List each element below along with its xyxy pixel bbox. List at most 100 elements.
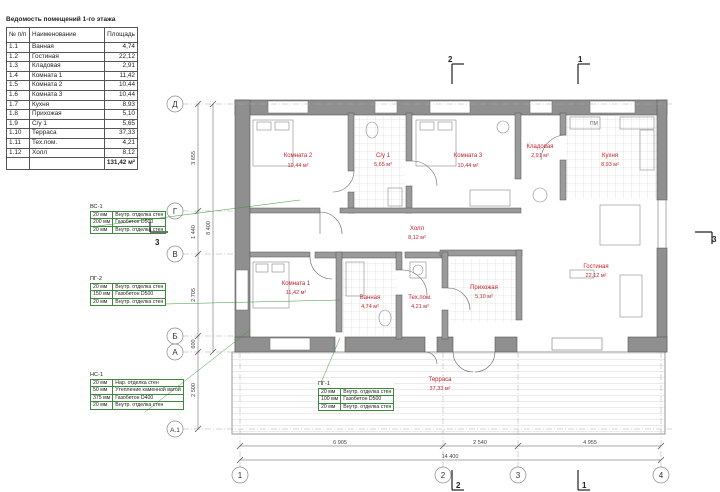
dim-label: 3 655 bbox=[191, 151, 197, 165]
dim-label: 2 705 bbox=[191, 288, 197, 302]
room-area: 10,44 м² bbox=[458, 163, 479, 169]
room-name: Гостиная bbox=[583, 264, 608, 270]
legend-tag: ВС-1 bbox=[90, 204, 103, 210]
dim-total-width: 14 400 bbox=[442, 454, 459, 460]
svg-text:Г: Г bbox=[173, 207, 178, 216]
dim-label: 600 bbox=[191, 339, 197, 348]
room-area: 37,33 м² bbox=[430, 386, 451, 392]
dim-label: 2 500 bbox=[191, 383, 197, 397]
room-area: 8,12 м² bbox=[408, 235, 426, 241]
svg-text:3: 3 bbox=[516, 471, 521, 480]
svg-text:2: 2 bbox=[441, 471, 446, 480]
svg-text:4: 4 bbox=[659, 471, 664, 480]
terrace-deck bbox=[231, 351, 666, 435]
room-area: 5,65 м² bbox=[374, 162, 392, 168]
dim-label: 4 955 bbox=[583, 440, 597, 446]
room-labels: Комната 2 10,44 м² С/у 1 5,65 м² Комната… bbox=[282, 144, 619, 392]
room-area: 10,44 м² bbox=[288, 163, 309, 169]
room-schedule: Ведомость помещений 1-го этажа № п/п Наи… bbox=[6, 16, 139, 171]
bathroom-tiles bbox=[343, 261, 397, 335]
axis-bubble: В bbox=[166, 245, 184, 263]
svg-text:В: В bbox=[172, 250, 177, 259]
windows bbox=[235, 100, 667, 351]
axis-bubble: Г bbox=[166, 202, 184, 220]
room-name: Ванная bbox=[360, 295, 381, 301]
axis-lines bbox=[183, 103, 672, 470]
furniture bbox=[252, 116, 655, 327]
bottom-dimensions bbox=[236, 442, 665, 464]
dim-total-height: 8 400 bbox=[206, 221, 212, 235]
wc-tiles bbox=[353, 116, 405, 212]
svg-text:Б: Б bbox=[172, 332, 177, 341]
room-area: 11,42 м² bbox=[286, 290, 307, 296]
legend-tag: НС-1 bbox=[90, 372, 104, 378]
room-name: С/у 1 bbox=[376, 153, 391, 159]
room-name: Тех.пом. bbox=[408, 295, 432, 301]
section-labels: 2 1 2 1 3 3 bbox=[155, 55, 717, 490]
bottom-dimension-labels: 6 905 2 540 4 955 14 400 bbox=[333, 440, 597, 460]
section-3-left: 3 bbox=[155, 238, 160, 247]
header-cell: Наименование bbox=[29, 27, 105, 43]
room-area: 2,91 м² bbox=[531, 153, 549, 159]
internal-walls bbox=[249, 112, 567, 340]
kitchen-tiles bbox=[565, 116, 657, 198]
room-name: Комната 1 bbox=[282, 281, 311, 287]
room-name: Комната 2 bbox=[284, 153, 313, 159]
table-header-row: № п/п Наименование Площадь bbox=[6, 27, 139, 43]
room-name: Холл bbox=[410, 226, 425, 232]
header-cell: № п/п bbox=[6, 27, 30, 43]
axis-bubble: Б bbox=[166, 327, 184, 345]
schedule-title: Ведомость помещений 1-го этажа bbox=[6, 16, 116, 23]
room-area: 5,10 м² bbox=[475, 294, 493, 300]
room-area: 22,12 м² bbox=[586, 273, 607, 279]
section-1-top: 1 bbox=[578, 55, 583, 64]
room-area: 4,74 м² bbox=[361, 304, 379, 310]
room-area: 8,93 м² bbox=[601, 162, 619, 168]
total-row: 131,42 м² bbox=[6, 157, 139, 171]
room-name: Кладовая bbox=[527, 144, 554, 150]
left-dimensions bbox=[194, 100, 217, 433]
section-3-right: 3 bbox=[712, 235, 717, 244]
header-cell: Площадь bbox=[103, 27, 139, 43]
room-name: Прихожая bbox=[470, 285, 498, 291]
dim-label: 2 540 bbox=[473, 440, 487, 446]
left-dimension-labels: 8 400 3 655 1 440 2 705 600 2 500 bbox=[191, 151, 212, 397]
svg-text:1: 1 bbox=[238, 471, 243, 480]
axis-bubble: 4 bbox=[652, 466, 670, 484]
svg-text:А.1: А.1 bbox=[170, 427, 180, 434]
room-name: Кухня bbox=[602, 153, 618, 159]
section-1-bottom: 1 bbox=[582, 481, 587, 490]
dim-label: 1 440 bbox=[191, 225, 197, 239]
total-area: 131,42 м² bbox=[103, 157, 139, 171]
svg-text:А: А bbox=[172, 348, 178, 357]
row-axis-markers: Д Г В Б А А.1 bbox=[166, 95, 184, 438]
section-2-bottom: 2 bbox=[456, 481, 461, 490]
entry-tiles bbox=[450, 258, 516, 322]
room-name: Терраса bbox=[428, 377, 452, 383]
